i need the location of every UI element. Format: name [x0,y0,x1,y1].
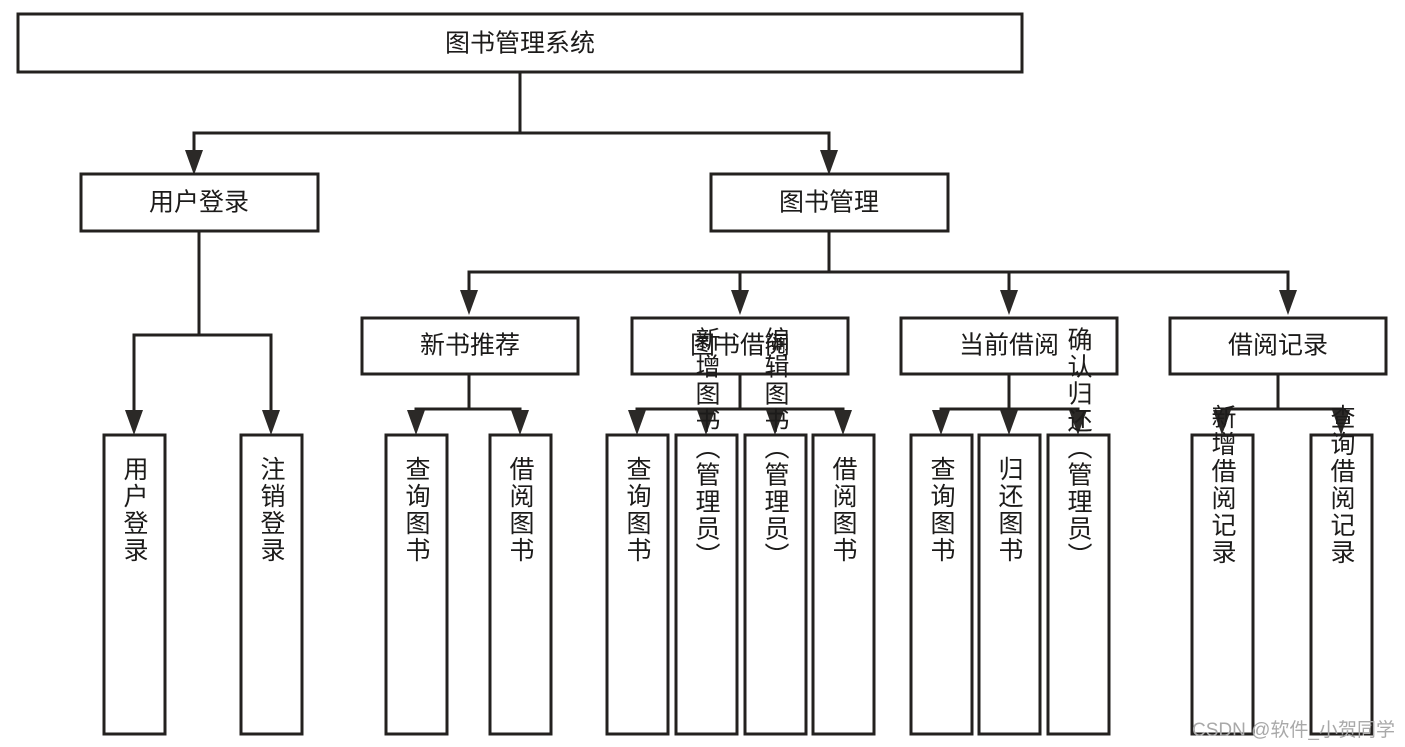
leaf-user-login-box[interactable] [102,433,167,736]
leaf-node-currentborrow-confirm-return[interactable]: 确认归还（管理员） [1046,327,1111,736]
arrow-head-book-mgmt [820,150,838,175]
leaf-bookborrow-add-label: 新增图书（管理员） [692,327,721,570]
node-current-borrow[interactable]: 当前借阅 [899,316,1119,376]
leaf-node-bookborrow-add-book[interactable]: 新增图书（管理员） [674,327,739,736]
node-book-borrow[interactable]: 图书借阅 [630,316,850,376]
leaf-bookborrow-borrow-box[interactable] [811,433,876,736]
leaf-currentborrow-return-box[interactable] [977,433,1042,736]
leaf-newbook-borrow-label: 借阅图书 [506,456,535,564]
node-new-book-recommend[interactable]: 新书推荐 [360,316,580,376]
arrow-head-currentborrow-leaf-1 [932,410,950,435]
arrow-head-new-book [460,290,478,315]
node-current-borrow-label: 当前借阅 [959,332,1059,360]
leaf-node-currentborrow-query-book[interactable]: 查询图书 [909,433,974,736]
node-root-label: 图书管理系统 [445,30,595,58]
leaf-node-borrowrecord-add-record[interactable]: 新增借阅记录 [1190,404,1255,736]
arrow-head-borrow-record [1279,290,1297,315]
leaf-node-bookborrow-borrow-book[interactable]: 借阅图书 [811,433,876,736]
node-book-management-label: 图书管理 [779,189,879,217]
leaf-bookborrow-query-label: 查询图书 [623,456,652,564]
node-borrow-record[interactable]: 借阅记录 [1168,316,1388,376]
node-user-login-label: 用户登录 [149,189,249,217]
node-root-box[interactable] [16,12,1024,74]
node-book-borrow-label: 图书借阅 [690,332,790,360]
arrow-head-newbook-leaf-1 [407,410,425,435]
node-book-management[interactable]: 图书管理 [709,172,950,233]
node-current-borrow-box[interactable] [899,316,1119,376]
node-root-book-management-system[interactable]: 图书管理系统 [16,12,1024,74]
leaf-borrowrecord-add-box[interactable] [1190,433,1255,736]
leaf-node-bookborrow-edit-book[interactable]: 编辑图书（管理员） [743,327,808,736]
leaf-newbook-borrow-box[interactable] [488,433,553,736]
leaf-currentborrow-query-label: 查询图书 [927,456,956,564]
node-book-borrow-box[interactable] [630,316,850,376]
leaf-node-currentborrow-return-book[interactable]: 归还图书 [977,433,1042,736]
arrow-head-current-borrow [1000,290,1018,315]
arrow-head-borrowrecord-leaf-2 [1332,410,1350,435]
leaf-currentborrow-query-box[interactable] [909,433,974,736]
arrow-head-user-login [185,150,203,175]
leaf-logout-label: 注销登录 [257,456,286,564]
node-user-login-box[interactable] [79,172,320,233]
leaf-node-logout[interactable]: 注销登录 [239,433,304,736]
leaf-user-login-label: 用户登录 [120,456,149,564]
arrow-head-leaf-user-login [125,410,143,435]
leaf-newbook-query-box[interactable] [384,433,449,736]
leaf-currentborrow-confirm-box[interactable] [1046,433,1111,736]
arrow-head-leaf-logout [262,410,280,435]
leaf-node-newbook-borrow-book[interactable]: 借阅图书 [488,433,553,736]
leaf-borrowrecord-query-label: 查询借阅记录 [1327,404,1356,566]
arrow-head-currentborrow-leaf-3 [1069,410,1087,435]
leaf-borrowrecord-add-label: 新增借阅记录 [1208,404,1237,566]
leaf-bookborrow-add-box[interactable] [674,433,739,736]
connector-layer [125,70,1350,435]
leaf-logout-box[interactable] [239,433,304,736]
leaf-newbook-query-label: 查询图书 [402,456,431,564]
arrow-head-bookborrow-leaf-2 [697,410,715,435]
node-book-management-box[interactable] [709,172,950,233]
leaf-node-user-login[interactable]: 用户登录 [102,433,167,736]
arrow-head-bookborrow-leaf-1 [628,410,646,435]
leaf-bookborrow-query-box[interactable] [605,433,670,736]
leaf-node-newbook-query-book[interactable]: 查询图书 [384,433,449,736]
node-borrow-record-box[interactable] [1168,316,1388,376]
arrow-head-borrowrecord-leaf-1 [1213,410,1231,435]
arrow-head-newbook-leaf-2 [511,410,529,435]
arrow-head-book-borrow [731,290,749,315]
node-user-login[interactable]: 用户登录 [79,172,320,233]
leaf-node-borrowrecord-query-record[interactable]: 查询借阅记录 [1309,404,1374,736]
leaf-bookborrow-borrow-label: 借阅图书 [829,456,858,564]
arrow-head-bookborrow-leaf-4 [834,410,852,435]
leaf-currentborrow-return-label: 归还图书 [995,456,1024,564]
leaf-currentborrow-confirm-label: 确认归还（管理员） [1064,327,1093,570]
arrow-head-currentborrow-leaf-2 [1000,410,1018,435]
leaf-bookborrow-edit-box[interactable] [743,433,808,736]
arrow-head-bookborrow-leaf-3 [766,410,784,435]
node-new-book-recommend-box[interactable] [360,316,580,376]
leaf-node-bookborrow-query-book[interactable]: 查询图书 [605,433,670,736]
leaf-bookborrow-edit-label: 编辑图书（管理员） [761,327,790,570]
node-new-book-recommend-label: 新书推荐 [420,332,520,360]
node-borrow-record-label: 借阅记录 [1228,332,1328,360]
leaf-borrowrecord-query-box[interactable] [1309,433,1374,736]
